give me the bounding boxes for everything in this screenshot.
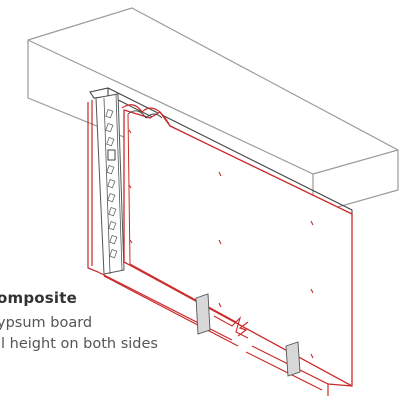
gypsum-board-front	[121, 104, 353, 387]
caption-title: omposite	[0, 289, 77, 307]
bottom-track	[87, 267, 353, 396]
break-line	[213, 315, 249, 339]
figure-caption: omposite ypsum board ll height on both s…	[0, 289, 158, 355]
caption-line-2: ll height on both sides	[0, 336, 158, 352]
lower-studs	[195, 293, 301, 377]
steel-stud	[95, 93, 125, 275]
caption-line-1: ypsum board	[0, 315, 93, 331]
screw-marks	[128, 129, 314, 359]
concrete-slab	[27, 7, 399, 215]
stud-punchouts	[105, 108, 118, 259]
